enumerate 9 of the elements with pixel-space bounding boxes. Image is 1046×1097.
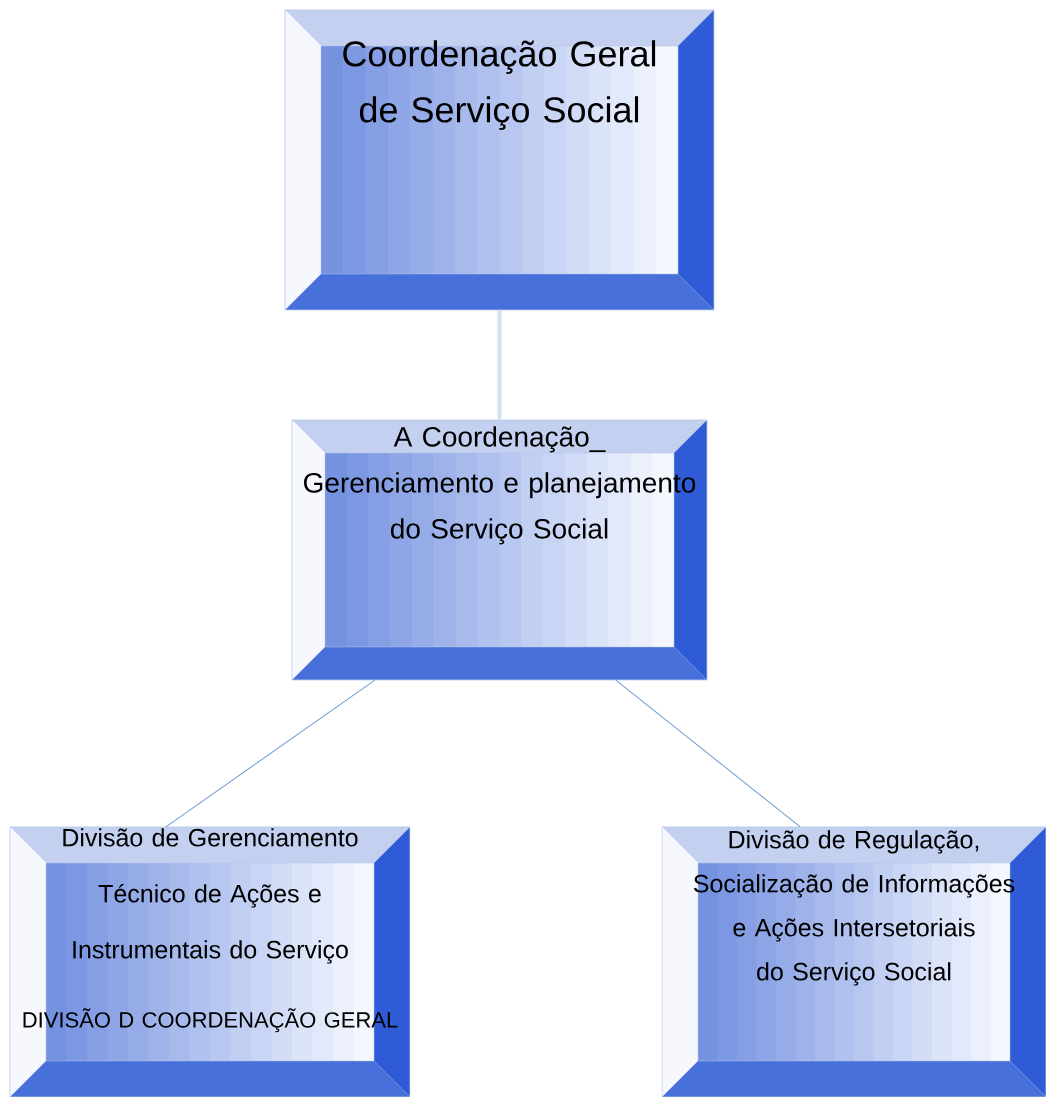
- beveled-box: [284, 9, 715, 311]
- beveled-box: [661, 826, 1046, 1097]
- connector-line: [497, 310, 502, 420]
- beveled-box: [291, 419, 708, 681]
- box-label: Coordenação Geral de Serviço Social: [343, 40, 656, 130]
- beveled-box: [9, 826, 411, 1097]
- box-label: Divisão de Gerenciamento Técnico de Ações e Instrumentais do Serviço: [63, 828, 358, 964]
- connector-line: [165, 679, 376, 828]
- connector-line: [615, 679, 801, 828]
